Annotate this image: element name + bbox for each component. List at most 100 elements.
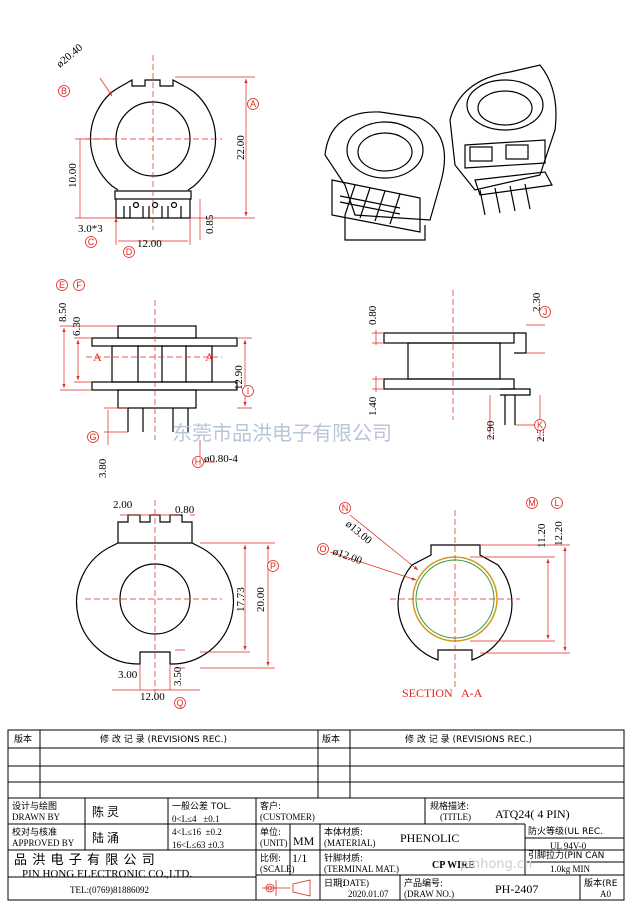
dim-20-00: 20.00 <box>255 587 267 612</box>
tag-m: M <box>528 498 536 508</box>
date-label-en: (DATE) <box>340 878 369 888</box>
tag-circle-l <box>551 497 563 509</box>
terminal-value: CP WIRE <box>432 860 475 871</box>
dim-half-10: 10.00 <box>67 163 79 188</box>
tag-q: Q <box>176 698 183 708</box>
dim-3-80: 3.80 <box>97 458 109 478</box>
dim-1-40: 1.40 <box>367 396 379 416</box>
date-label-cn: 日期: <box>324 878 345 889</box>
flame-value: UL 94V-0 <box>550 841 587 851</box>
pull-label: 引脚拉力(PIN CAN <box>528 849 604 861</box>
dim-pitch: 3.0*3 <box>78 223 103 235</box>
pull-value: 1.0kg MIN <box>550 864 590 874</box>
tag-n: N <box>342 503 349 513</box>
tag-h: H <box>195 457 202 467</box>
tag-circle-j <box>539 306 551 318</box>
title-block <box>7 729 625 901</box>
tag-circle-m <box>526 497 538 509</box>
dim-8-50: 8.50 <box>57 302 69 322</box>
rev-col-title-1: 修 改 记 录 (REVISIONS REC.) <box>100 733 227 745</box>
tag-g: G <box>89 432 96 442</box>
tag-circle-q <box>174 697 186 709</box>
title-label-en: (TITLE) <box>440 812 471 822</box>
drawn-label-en: DRAWN BY <box>12 812 61 822</box>
tag-circle-g <box>87 431 99 443</box>
scale-label-cn: 比例: <box>260 852 281 864</box>
date-value: 2020.01.07 <box>348 889 389 899</box>
title-value: ATQ24( 4 PIN) <box>495 807 570 821</box>
terminal-label-cn: 针脚材质: <box>324 852 363 864</box>
tag-l: L <box>554 498 559 508</box>
designer: 陈 灵 <box>92 804 119 819</box>
tol-row-1: 0<L≤4 ±0.1 <box>172 814 219 824</box>
tag-circle-k <box>534 419 546 431</box>
dim-pin-span: 12.00 <box>137 238 162 250</box>
dim-2-00: 2.00 <box>113 499 133 511</box>
company-cn: 品 洪 电 子 有 限 公 司 <box>14 852 156 867</box>
customer-label-cn: 客户: <box>260 800 281 812</box>
dim-12-90: 12.90 <box>233 365 245 390</box>
tag-i: I <box>247 386 250 396</box>
tol-row-3: 16<L≤63 ±0.3 <box>172 840 224 850</box>
tag-circle-p <box>267 560 279 572</box>
dim-0-80-bottom: 0.80 <box>175 504 195 516</box>
product-label-en: (DRAW NO.) <box>404 889 454 899</box>
tag-circle-n <box>339 502 351 514</box>
isometric-views <box>324 64 557 241</box>
company-tel: TEL:(0769)81886092 <box>70 885 149 895</box>
tag-p: P <box>270 561 276 571</box>
rev-col-title-2: 修 改 记 录 (REVISIONS REC.) <box>405 733 532 745</box>
terminal-label-en: (TERMINAL MAT.) <box>324 864 399 874</box>
title-label-cn: 规格描述: <box>430 800 469 812</box>
dim-6-30: 6.30 <box>71 316 83 336</box>
tag-circle-b <box>58 85 70 97</box>
dim-height-22: 22.00 <box>235 135 247 160</box>
dim-3-00: 3.00 <box>118 669 138 681</box>
checker: 陆 涌 <box>92 830 119 845</box>
dim-ledge: 0.85 <box>204 214 216 234</box>
side-view-left <box>91 325 238 432</box>
section-mark-left: A <box>93 350 102 364</box>
tag-a: A <box>250 99 256 109</box>
projection-symbol-icon <box>262 879 311 897</box>
side-view-right-dims <box>372 290 545 440</box>
tag-circle-h <box>192 456 204 468</box>
product-label-cn: 产品编号: <box>404 877 443 889</box>
unit-label-en: (UNIT) <box>260 838 288 848</box>
tag-circle-i <box>242 385 254 397</box>
tolerance-title: 一般公差 TOL. <box>172 800 231 812</box>
watermark-company: 东莞市品洪电子有限公司 <box>172 421 392 445</box>
flame-label: 防火等级(UL REC. <box>528 825 603 837</box>
tag-e: E <box>59 280 65 290</box>
tag-f: F <box>76 280 82 290</box>
approved-label-en: APPROVED BY <box>12 838 75 848</box>
dim-pin-dia: ø0.80-4 <box>204 453 238 465</box>
approved-label-cn: 校对与核准 <box>12 826 57 838</box>
tag-circle-a <box>247 98 259 110</box>
tag-b: B <box>61 86 67 96</box>
tag-circle-e <box>56 279 68 291</box>
tag-circle-f <box>73 279 85 291</box>
tag-k: K <box>537 420 543 430</box>
scale-value: 1/1 <box>292 851 307 865</box>
tag-d: D <box>126 247 133 257</box>
material-label-en: (MATERIAL) <box>324 838 376 848</box>
material-value: PHENOLIC <box>400 831 459 845</box>
section-label: SECTION A-A <box>402 686 483 700</box>
tag-circle-o <box>317 543 329 555</box>
rev-col-version-2: 版本 <box>322 733 340 745</box>
rev-value: A0 <box>600 889 611 899</box>
product-value: PH-2407 <box>495 882 538 896</box>
side-view-right <box>383 332 531 425</box>
company-en: PIN HONG ELECTRONIC CO.,LTD. <box>22 868 192 880</box>
drawn-label-cn: 设计与绘图 <box>12 800 57 812</box>
tag-c: C <box>88 237 95 247</box>
rev-label: 版本(RE <box>584 877 618 889</box>
tag-circle-d <box>123 246 135 258</box>
dim-2-30-top: 2.30 <box>531 292 543 312</box>
section-mark-right: A <box>205 350 214 364</box>
material-label-cn: 本体材质: <box>324 826 363 838</box>
rev-col-version-1: 版本 <box>14 733 32 745</box>
